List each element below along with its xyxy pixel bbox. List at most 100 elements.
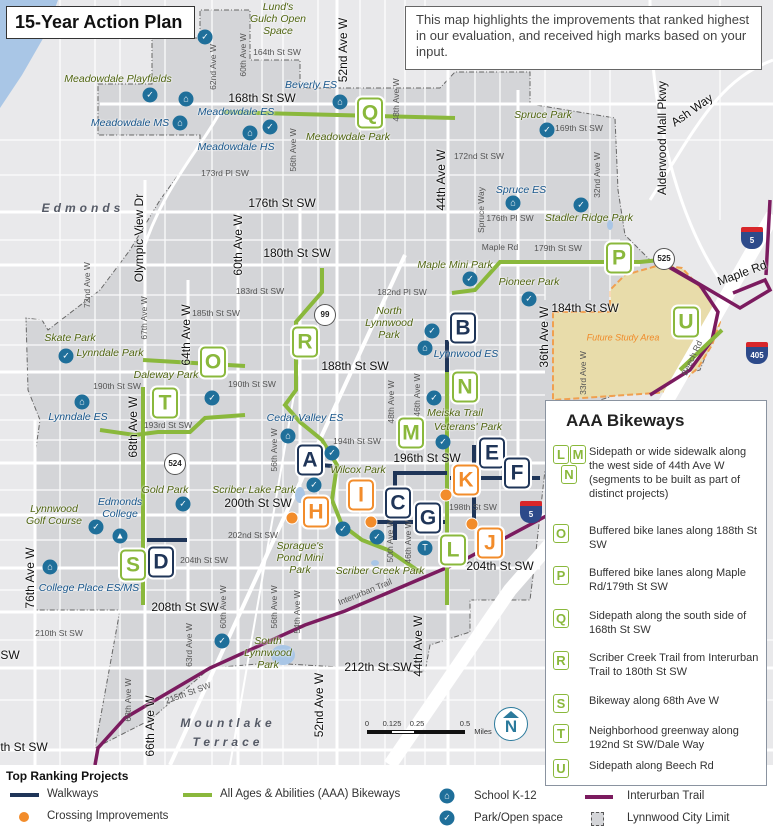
walkway-line-swatch xyxy=(10,793,39,797)
street-label: 50th Ave W xyxy=(384,519,395,563)
project-marker-h[interactable]: H xyxy=(303,496,329,528)
park-label: Lynnwood Golf Course xyxy=(25,503,83,527)
park-label: Scriber Lake Park xyxy=(212,483,296,496)
aaa-letter-badges: U xyxy=(552,759,588,779)
north-label: N xyxy=(504,717,518,736)
school-label: Lynndale ES xyxy=(48,410,108,423)
project-marker-q[interactable]: Q xyxy=(357,97,383,129)
street-label: 52nd Ave W xyxy=(312,672,326,738)
graduation-cap-icon: ▲ xyxy=(112,528,128,544)
aaa-letter-badge: S xyxy=(553,694,569,713)
street-label: Olympic View Dr xyxy=(132,193,146,283)
project-marker-u[interactable]: U xyxy=(673,306,699,338)
interurban-trail xyxy=(93,199,773,765)
project-marker-f[interactable]: F xyxy=(504,457,530,489)
street-label: 32nd Ave W xyxy=(591,152,602,198)
park-icon: ✓ xyxy=(204,390,220,406)
park-label: Sprague's Pond Mini Park xyxy=(276,540,324,576)
project-marker-t[interactable]: T xyxy=(152,387,178,419)
aaa-item-description: Bikeway along 68th Ave W xyxy=(589,695,720,707)
street-label: 212th St SW xyxy=(344,660,412,674)
aaa-letter-badge: O xyxy=(553,524,569,543)
city-label: Edmonds xyxy=(41,201,125,215)
street-label: 60th Ave W xyxy=(231,214,245,276)
park-icon: ✓ xyxy=(424,323,440,339)
school-label: Beverly ES xyxy=(285,78,337,91)
crossing-improvement-dot[interactable] xyxy=(439,488,453,502)
park-icon: ✓ xyxy=(462,271,478,287)
aaa-letter-badges: S xyxy=(552,694,588,714)
aaa-letter-badges: T xyxy=(552,724,588,744)
park-icon: ✓ xyxy=(521,291,537,307)
legend-crossing: Crossing Improvements xyxy=(47,810,169,822)
street-label: 52nd Ave W xyxy=(336,17,350,83)
bikeway-line-q xyxy=(221,110,456,120)
park-icon: ✓ xyxy=(435,434,451,450)
project-marker-d[interactable]: D xyxy=(148,546,174,578)
street-label: 196th St SW xyxy=(393,451,461,465)
park-label: Skate Park xyxy=(44,331,96,344)
street-label: 54th Ave W xyxy=(291,590,302,634)
crossing-improvement-dot[interactable] xyxy=(364,515,378,529)
crossing-improvement-dot[interactable] xyxy=(465,517,479,531)
park-icon: ✓ xyxy=(335,521,351,537)
park-icon: ✓ xyxy=(142,87,158,103)
street-label: 176th St SW xyxy=(248,196,316,210)
street-label: 182nd Pl SW xyxy=(377,286,427,297)
street-label: 193rd St SW xyxy=(143,419,193,430)
park-label: Meadowdale Park xyxy=(305,130,391,143)
school-icon: ⌂ xyxy=(280,428,296,444)
map-description: This map highlights the improvements tha… xyxy=(405,6,762,70)
park-icon: ✓ xyxy=(369,529,385,545)
project-marker-r[interactable]: R xyxy=(292,326,318,358)
project-marker-a[interactable]: A xyxy=(297,444,323,476)
project-marker-p[interactable]: P xyxy=(606,242,632,274)
scale-bar xyxy=(367,730,465,734)
legend-title: Top Ranking Projects xyxy=(6,769,129,783)
map-canvas[interactable] xyxy=(0,0,773,765)
street-label: 76th Ave W xyxy=(23,547,37,609)
school-label: Spruce ES xyxy=(495,183,547,196)
street-label: Ash Way xyxy=(668,90,716,130)
project-marker-s[interactable]: S xyxy=(120,549,146,581)
aaa-letter-badge: N xyxy=(561,465,577,484)
school-icon: ⌂ xyxy=(417,340,433,356)
project-marker-j[interactable]: J xyxy=(477,527,503,559)
highway-shield-405: 405 xyxy=(746,342,768,364)
ponds xyxy=(271,220,613,665)
street-label: 48th Ave W xyxy=(390,78,401,122)
street-label: 68th Ave W xyxy=(122,678,133,722)
school-icon: ⌂ xyxy=(74,394,90,410)
school-icon: ⌂ xyxy=(178,91,194,107)
project-marker-e[interactable]: E xyxy=(479,437,505,469)
street-label: 190th St SW xyxy=(93,380,141,391)
scale-tick-label: 0.25 xyxy=(409,719,425,728)
project-marker-b[interactable]: B xyxy=(450,312,476,344)
park-label: Veterans' Park xyxy=(433,420,503,433)
project-marker-l[interactable]: L xyxy=(440,534,466,566)
legend-aaa-bikeways: All Ages & Abilities (AAA) Bikeways xyxy=(220,788,401,800)
crossing-improvement-dot[interactable] xyxy=(285,511,299,525)
project-marker-n[interactable]: N xyxy=(452,371,478,403)
project-marker-m[interactable]: M xyxy=(398,417,424,449)
street-label: 188th St SW xyxy=(321,359,389,373)
street-label: SW xyxy=(0,648,20,662)
park-icon: ✓ xyxy=(324,445,340,461)
highway-shield-5: 5 xyxy=(520,501,542,523)
park-icon: ✓ xyxy=(262,119,278,135)
project-marker-o[interactable]: O xyxy=(200,346,226,378)
street-label: 46th Ave W xyxy=(411,373,422,417)
bikeway-line-p xyxy=(451,258,661,295)
school-label: Meadowdale MS xyxy=(90,116,170,129)
project-marker-c[interactable]: C xyxy=(385,487,411,519)
bikeway-line-swatch xyxy=(183,793,212,797)
street-label: 208th St SW xyxy=(151,600,219,614)
street-label: 56th Ave W xyxy=(287,128,298,172)
project-marker-k[interactable]: K xyxy=(453,464,479,496)
school-icon: ⌂ xyxy=(242,125,258,141)
project-marker-g[interactable]: G xyxy=(415,502,441,534)
street-label: 67th Ave W xyxy=(138,296,149,340)
project-marker-i[interactable]: I xyxy=(348,479,374,511)
school-icon: ⌂ xyxy=(332,94,348,110)
